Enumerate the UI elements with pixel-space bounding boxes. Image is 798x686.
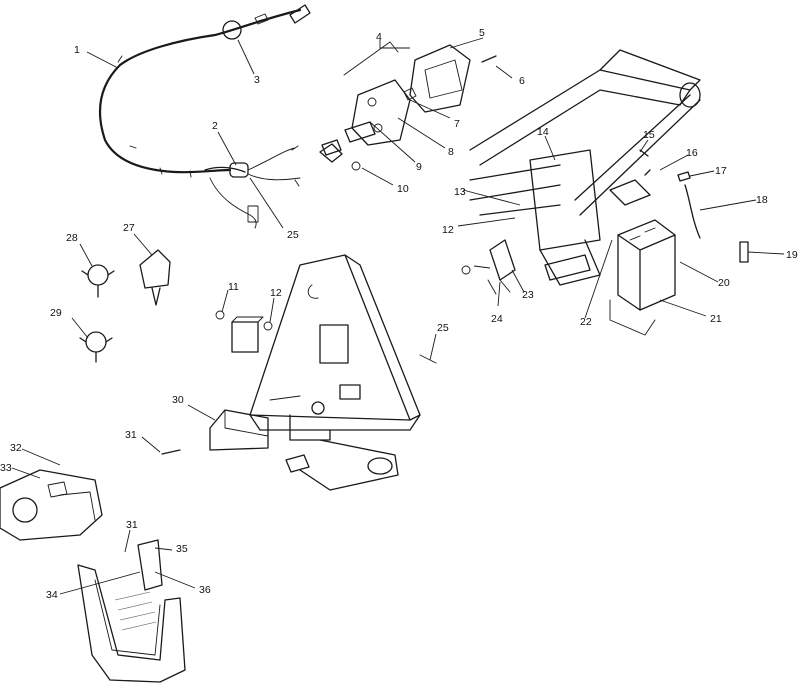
callout-1: 1 (74, 44, 80, 56)
callout-12-right: 12 (442, 224, 454, 236)
frame (469, 49, 701, 286)
callout-3: 3 (254, 74, 260, 86)
callout-18: 18 (756, 194, 768, 206)
callout-28: 28 (66, 232, 78, 244)
mud-flap (77, 539, 186, 683)
callout-6: 6 (519, 75, 525, 87)
callout-21: 21 (710, 313, 722, 325)
callout-11-top: 11 (228, 281, 239, 293)
callout-27: 27 (123, 222, 135, 234)
callout-35: 35 (176, 543, 188, 555)
callout-8: 8 (448, 146, 454, 158)
left-components (161, 310, 437, 455)
callout-36: 36 (199, 584, 211, 596)
callout-16: 16 (686, 147, 698, 159)
callout-19: 19 (786, 249, 798, 261)
callout-14: 14 (537, 126, 549, 138)
callout-24: 24 (491, 313, 503, 325)
callout-12-center: 12 (270, 287, 282, 299)
callout-9: 9 (416, 161, 422, 173)
callout-25-right: 25 (437, 322, 449, 334)
callout-13: 13 (454, 186, 466, 198)
callout-25-top: 25 (287, 229, 299, 241)
callout-2: 2 (212, 120, 218, 132)
callout-31-bottom: 31 (126, 519, 138, 531)
mount-brackets (461, 239, 591, 295)
center-panel (249, 254, 421, 491)
callout-30: 30 (172, 394, 184, 406)
callout-7: 7 (454, 118, 460, 130)
leader-lines (11, 37, 785, 595)
callout-20: 20 (718, 277, 730, 289)
wiring-harness (98, 4, 311, 178)
callout-labels: 1 2 3 4 5 6 7 8 9 10 11 12 12 13 14 15 1… (0, 27, 798, 601)
callout-10: 10 (397, 183, 409, 195)
callout-22: 22 (580, 316, 592, 328)
switches (79, 249, 171, 363)
callout-23: 23 (522, 289, 534, 301)
battery-assembly (609, 149, 749, 336)
callout-34: 34 (46, 589, 58, 601)
callout-17: 17 (715, 165, 727, 177)
sub-harness (204, 143, 343, 229)
callout-31-left: 31 (125, 429, 137, 441)
housing (0, 469, 103, 541)
callout-33: 33 (0, 462, 12, 474)
callout-29: 29 (50, 307, 62, 319)
callout-5: 5 (479, 27, 485, 39)
callout-4: 4 (376, 31, 382, 43)
callout-32: 32 (10, 442, 22, 454)
callout-15: 15 (643, 129, 655, 141)
tail-light-assembly (321, 41, 497, 171)
